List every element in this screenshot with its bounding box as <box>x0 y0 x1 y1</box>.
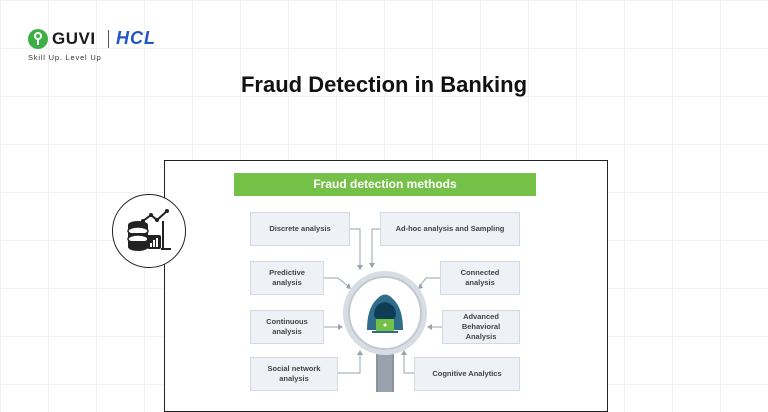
method-predictive-analysis: Predictive analysis <box>250 261 324 295</box>
database-chart-icon <box>127 209 171 251</box>
method-continuous-analysis: Continuous analysis <box>250 310 324 344</box>
method-discrete-analysis: Discrete analysis <box>250 212 350 246</box>
methods-banner: Fraud detection methods <box>234 173 536 196</box>
method-adhoc-analysis: Ad-hoc analysis and Sampling <box>380 212 520 246</box>
method-advanced-behavioral-analysis: Advanced Behavioral Analysis <box>442 310 520 344</box>
partner-name: HCL <box>116 28 156 48</box>
method-cognitive-analytics: Cognitive Analytics <box>414 357 520 391</box>
hooded-hacker-laptop-icon <box>343 271 427 392</box>
analytics-badge <box>112 194 186 268</box>
page-title: Fraud Detection in Banking <box>240 72 528 97</box>
method-connected-analysis: Connected analysis <box>440 261 520 295</box>
method-social-network-analysis: Social network analysis <box>250 357 338 391</box>
guvi-logo-icon <box>28 29 48 49</box>
brand-name: GUVI <box>52 29 96 48</box>
brand-tagline: Skill Up. Level Up <box>28 53 102 62</box>
logo-divider <box>108 30 109 48</box>
